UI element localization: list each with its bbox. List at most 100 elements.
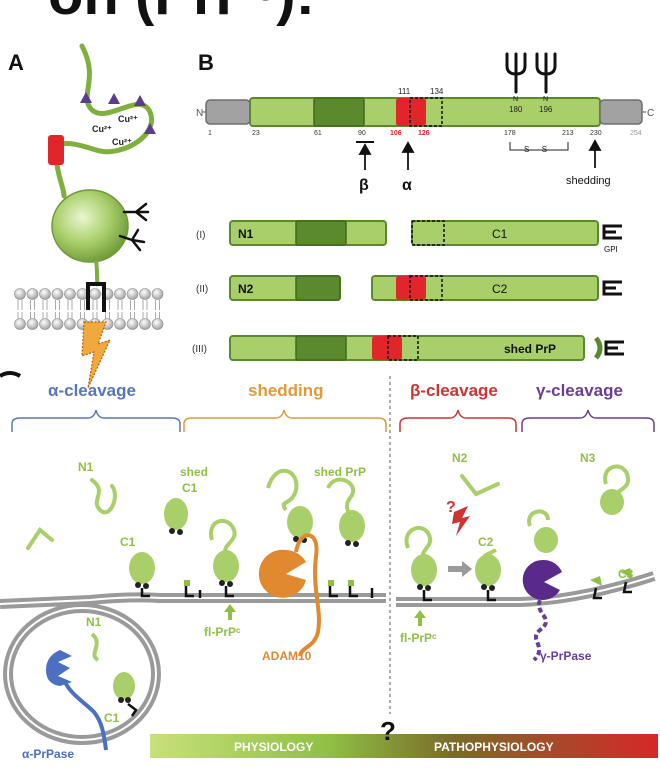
lipid-tail (105, 300, 110, 310)
beta-label: β (359, 177, 369, 194)
cell-membrane-inner (0, 596, 386, 605)
fragment-shed-dotted (387, 335, 419, 361)
gpi-anchor-icon (86, 282, 106, 312)
c3-stubs (590, 568, 632, 600)
section-gamma-cleavage: γ-cleavage (536, 381, 623, 400)
lipid-tail (130, 300, 135, 310)
lipid-tail (30, 300, 35, 310)
fragment-iii-roman: (III) (192, 344, 207, 355)
glycan-site-196: 196 (539, 105, 553, 114)
panel-b: B N C 111 134 N N 180 196 1 23 61 90 106… (192, 50, 654, 361)
fragment-c2-bar (371, 275, 599, 301)
lipid-head (139, 318, 151, 330)
copper-label-1: Cu²⁺ (118, 114, 138, 124)
glycan-n-2: N (543, 96, 548, 103)
lipid-tail (105, 312, 110, 319)
position-23: 23 (252, 130, 260, 137)
lipid-head (14, 288, 26, 300)
octarepeat-region (313, 97, 365, 127)
bar-physiology-label: PHYSIOLOGY (234, 740, 313, 754)
shedding-arrow-icon (588, 139, 602, 168)
label-c1-vesicle: C1 (104, 711, 120, 725)
shed-prp-tail-1 (266, 468, 299, 512)
lipid-head (39, 288, 51, 300)
cell-membrane-beta-gamma-inner (396, 575, 655, 603)
n3-protein-2 (534, 527, 558, 553)
section-shedding: shedding (248, 381, 324, 400)
shed-prp-protein-1 (287, 506, 313, 543)
c1-vesicle-protein (113, 672, 138, 717)
position-134: 134 (430, 87, 444, 96)
fragment-n2-octarepeat (295, 275, 341, 301)
lipid-head (26, 318, 39, 330)
plasma-membrane (14, 288, 164, 330)
lipid-head (39, 318, 51, 330)
position-178: 178 (504, 130, 516, 137)
position-90: 90 (358, 130, 366, 137)
lipid-tail (117, 300, 123, 310)
hydrophobic-domain (48, 135, 64, 165)
label-shed-c1: C1 (182, 481, 198, 495)
fragment-c1-dotted (411, 220, 445, 246)
shed-c1-protein (164, 498, 188, 535)
lipid-tail (92, 300, 98, 310)
fl-prpc-tail-2 (404, 526, 433, 558)
fragment-n1-label: N1 (238, 227, 254, 241)
label-fl-prpc-1: fl-PrPᶜ (204, 625, 241, 639)
fragment-c2-red (396, 276, 426, 300)
lipid-tail (142, 312, 148, 319)
fragment-n2-label: N2 (238, 282, 254, 296)
lipid-tail (80, 300, 85, 310)
globular-domain (51, 189, 129, 263)
lipid-head (151, 288, 164, 300)
lipid-head (51, 318, 64, 330)
label-shed-prp: shed PrP (314, 465, 366, 479)
lipid-tail (130, 312, 135, 319)
lipid-tail (42, 312, 48, 319)
lipid-tail (55, 312, 60, 319)
panel-c: α-cleavage shedding β-cleavage γ-cleavag… (0, 371, 658, 761)
anchor-stubs-left (184, 580, 374, 598)
n2-fragment (460, 474, 500, 497)
signal-bolt-icon (81, 321, 112, 389)
label-n3: N3 (580, 451, 596, 465)
bar-pathophysiology-label: PATHOPHYSIOLOGY (434, 740, 554, 754)
n1-fragment-free-2 (26, 527, 54, 550)
n1-vesicle-fragment (90, 632, 100, 662)
panel-a-label: A (8, 50, 24, 75)
c2-protein (475, 554, 501, 602)
fl-prpc-tail-1 (208, 518, 237, 554)
copper-label-2: Cu²⁺ (92, 124, 112, 134)
lipid-head (151, 318, 164, 330)
gpi-anchor-icon-i (602, 224, 622, 240)
label-gamma-prpase: γ-PrPase (540, 649, 592, 663)
signal-peptide (205, 99, 251, 125)
position-61: 61 (314, 130, 322, 137)
label-c2: C2 (478, 535, 494, 549)
position-126: 126 (418, 130, 430, 137)
fragment-shed-label: shed PrP (504, 342, 556, 356)
fragment-shed-red (372, 336, 402, 360)
alpha-prpase-tether (62, 679, 108, 751)
header-fragment: on (PrPᶜ): (48, 0, 315, 27)
gpi-signal (599, 99, 643, 125)
lipid-tail (17, 312, 23, 319)
lipid-head (126, 318, 139, 330)
label-n1-vesicle: N1 (86, 615, 102, 629)
lipid-tail (30, 312, 35, 319)
fl-prpc-protein-2 (411, 554, 437, 602)
lipid-tail (142, 300, 148, 310)
copper-label-3: Cu²⁺ (112, 137, 132, 147)
beta-arrow-icon (358, 143, 372, 170)
lipid-head (14, 318, 26, 330)
brace-gamma (521, 409, 655, 432)
lipid-head (26, 288, 39, 300)
fragment-shed-octarepeat (295, 335, 347, 361)
position-213: 213 (562, 130, 574, 137)
copper-triangle-2 (108, 93, 120, 104)
lipid-head (89, 288, 101, 300)
position-1: 1 (208, 130, 212, 137)
copper-triangle-3 (134, 95, 146, 106)
glycan-n-1: N (513, 96, 518, 103)
n3-fragment-2 (527, 509, 550, 527)
